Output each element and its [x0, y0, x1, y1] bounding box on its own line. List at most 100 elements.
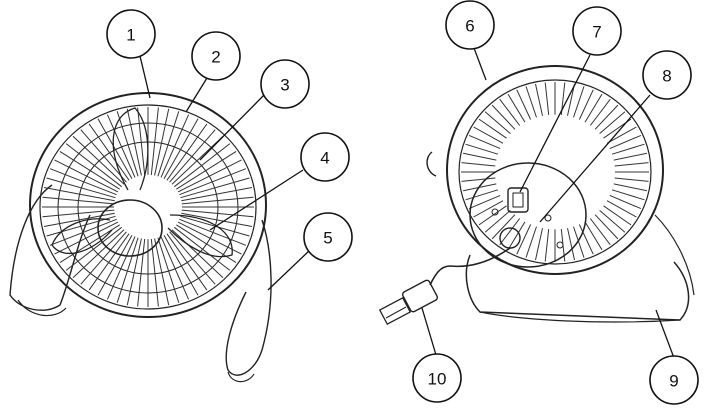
rear-guard-rim: [458, 79, 652, 265]
rear-grille-spoke: [589, 218, 611, 246]
rear-grille-spoke: [567, 83, 575, 116]
rear-grille-spoke: [613, 183, 648, 192]
usb-plug: [378, 279, 439, 326]
front-grille: [42, 107, 254, 307]
rear-screw-3: [556, 241, 564, 249]
front-grille-spoke: [88, 123, 130, 181]
front-grille-spoke: [126, 108, 142, 176]
rear-motor-housing: [469, 162, 587, 268]
callout-10: 10: [412, 353, 462, 403]
callout-circle: [649, 355, 699, 405]
front-grille-spoke: [166, 123, 208, 181]
leader-4: [209, 169, 304, 231]
rear-grille-spoke: [491, 104, 516, 130]
front-grille-spoke: [166, 233, 208, 291]
front-stand-foot: [17, 299, 67, 317]
rear-grille-spoke: [516, 224, 532, 255]
rear-grille-spoke: [613, 152, 648, 161]
front-grille-spoke: [171, 135, 224, 185]
rear-grille-spoke: [567, 228, 575, 261]
front-grille-spoke: [97, 235, 133, 296]
callout-number: 1: [126, 26, 135, 45]
rear-grille-spoke: [491, 214, 516, 240]
usb-cable: [429, 247, 511, 286]
leader-9: [655, 309, 675, 359]
callout-number: 4: [320, 149, 329, 168]
front-grille-spoke: [177, 159, 242, 193]
leader-2: [185, 77, 208, 113]
callout-1: 1: [106, 9, 156, 59]
callout-number: 2: [211, 48, 220, 67]
callout-4: 4: [300, 132, 350, 182]
leader-lines: [139, 47, 675, 359]
front-grille-spoke: [106, 114, 136, 178]
rear-base: [465, 254, 690, 321]
leader-6: [473, 47, 487, 81]
front-grille-spoke: [54, 159, 119, 193]
front-grille-spoke: [116, 237, 139, 303]
front-grille-spoke: [49, 168, 117, 196]
rear-grille-spoke: [611, 189, 645, 201]
leader-7: [519, 54, 591, 193]
front-grille-spoke: [49, 218, 117, 246]
front-grille-spoke: [173, 143, 231, 188]
rear-grille-spoke: [535, 83, 543, 116]
front-grille-spoke: [150, 107, 159, 176]
front-grille-spoke: [173, 226, 231, 271]
rear-grille-spoke: [507, 93, 526, 123]
front-grille-spoke: [179, 218, 247, 246]
front-grille-spoke: [154, 108, 170, 176]
callout-2: 2: [191, 31, 241, 81]
callout-circle: [412, 353, 462, 403]
callout-number: 9: [669, 372, 678, 391]
front-grille-spoke: [181, 196, 254, 205]
front-grille-spoke: [116, 111, 139, 177]
front-grille-spoke: [46, 177, 116, 199]
rear-grille-spoke: [599, 210, 626, 233]
front-grille-spoke: [150, 238, 159, 307]
callout-number: 7: [592, 23, 601, 42]
front-grille-spoke: [181, 212, 253, 227]
front-blade-top: [112, 107, 149, 191]
front-grille-spoke: [137, 107, 146, 176]
rear-grille-spoke: [594, 104, 619, 130]
front-grille-spoke: [181, 187, 253, 202]
leader-10: [421, 307, 437, 356]
rear-grille: [461, 82, 649, 262]
rear-grille-spoke: [578, 89, 594, 120]
front-grille-spoke: [80, 231, 127, 285]
rear-pivot-left: [426, 151, 437, 177]
front-grille-spoke: [163, 118, 199, 179]
rear-grille-spoke: [614, 162, 649, 167]
callout-8: 8: [642, 50, 692, 100]
front-grille-spoke: [157, 237, 180, 303]
front-blade-right: [167, 214, 233, 258]
callout-circle: [191, 31, 241, 81]
rear-stand-right: [654, 214, 695, 296]
rear-switch-rocker: [512, 192, 524, 208]
front-grille-spoke: [59, 150, 120, 190]
front-grille-spoke: [163, 235, 199, 296]
front-grille-spoke: [72, 135, 125, 185]
front-stand-foot-right: [227, 371, 255, 383]
front-grille-spoke: [88, 233, 130, 291]
callout-6: 6: [445, 0, 495, 50]
front-grille-spoke: [54, 221, 119, 255]
rear-grille-spoke: [484, 210, 511, 233]
rear-grille-spoke: [609, 134, 642, 150]
rear-grille-spoke: [573, 86, 585, 118]
callout-number: 3: [280, 76, 289, 95]
front-grille-spoke: [59, 224, 120, 264]
rear-grille-spoke: [614, 177, 649, 182]
front-grille-spoke: [157, 111, 180, 177]
callout-circle: [303, 212, 353, 262]
rear-grille-spoke: [465, 143, 499, 155]
rear-grille-spoke: [461, 162, 496, 167]
callout-number: 8: [662, 67, 671, 86]
rear-screw-2: [491, 208, 499, 216]
front-grille-spoke: [177, 221, 242, 255]
callout-circle: [260, 59, 310, 109]
rear-grille-spoke: [594, 214, 619, 240]
rear-grille-spoke: [465, 189, 499, 201]
rear-screw-1: [544, 214, 552, 222]
